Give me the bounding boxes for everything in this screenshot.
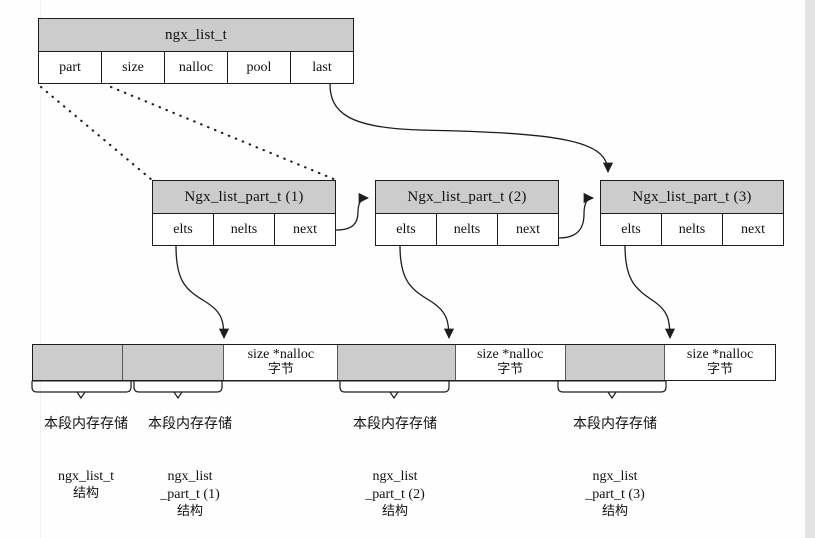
struct-label-1-line3: 结构	[176, 503, 203, 519]
part1-field-next[interactable]: next	[292, 222, 318, 237]
struct-label-1: ngx_list _part_t (1) 结构	[120, 468, 260, 520]
memory-strip: size *nalloc 字节 size *nalloc 字节 size *na…	[32, 344, 776, 381]
struct-label-3-line2: _part_t (3)	[585, 486, 645, 502]
part1-field-nelts[interactable]: nelts	[214, 214, 275, 246]
segment-bracket-tick-1	[173, 391, 183, 400]
segment-label-3: 本段内存存储	[573, 416, 657, 432]
segment-bracket-tick-0	[76, 391, 86, 400]
memory-block-2: size *nalloc 字节	[224, 345, 339, 380]
part3-field-elts[interactable]: elts	[601, 214, 662, 246]
memory-block-2-label-cn: 字节	[267, 362, 294, 378]
memory-lower-row-outline-1	[133, 381, 223, 393]
field-last[interactable]: last	[312, 60, 332, 75]
memory-block-6-label-en: size *nalloc	[686, 347, 754, 363]
part2-next-to-part3-arrow	[558, 192, 595, 239]
part3-field-next[interactable]: next	[740, 222, 766, 237]
struct-part1-title: Ngx_list_part_t (1)	[153, 181, 335, 214]
segment-bracket-tick-2	[389, 391, 399, 400]
part-to-part1-dotted-upper	[39, 85, 154, 182]
struct-label-0: ngx_list_t 结构	[16, 468, 156, 503]
memory-block-5	[565, 345, 666, 380]
memory-block-1	[122, 345, 225, 380]
struct-label-0-line1: ngx_list_t	[57, 469, 114, 484]
memory-block-6: size *nalloc 字节	[665, 345, 775, 380]
struct-part1-fields: elts nelts next	[153, 214, 335, 246]
struct-label-2: ngx_list _part_t (2) 结构	[325, 468, 465, 520]
part3-elts-to-memory-arrow	[624, 245, 676, 340]
memory-block-4: size *nalloc 字节	[455, 345, 566, 380]
last-to-part3-arrow	[329, 83, 614, 174]
struct-label-3-line3: 结构	[601, 503, 628, 519]
struct-ngx-list-part-t-1: Ngx_list_part_t (1) elts nelts next	[152, 180, 336, 246]
right-margin-strip	[805, 0, 815, 538]
struct-ngx-list-t-title: ngx_list_t	[39, 19, 353, 52]
struct-ngx-list-part-t-3: Ngx_list_part_t (3) elts nelts next	[600, 180, 784, 246]
struct-part3-fields: elts nelts next	[601, 214, 783, 246]
part2-field-nelts[interactable]: nelts	[437, 214, 498, 246]
struct-label-1-line1: ngx_list	[167, 469, 213, 484]
struct-part2-fields: elts nelts next	[376, 214, 558, 246]
struct-label-3-line1: ngx_list	[592, 469, 638, 484]
struct-part3-title: Ngx_list_part_t (3)	[601, 181, 783, 214]
struct-label-2-line1: ngx_list	[372, 469, 418, 484]
struct-part2-title: Ngx_list_part_t (2)	[376, 181, 558, 214]
memory-block-4-label-en: size *nalloc	[476, 347, 544, 363]
struct-label-2-line3: 结构	[381, 503, 408, 519]
part2-field-next[interactable]: next	[515, 222, 541, 237]
field-size[interactable]: size	[102, 52, 165, 84]
segment-label-1: 本段内存存储	[148, 416, 232, 432]
segment-label-2: 本段内存存储	[353, 416, 437, 432]
part2-elts-to-memory-arrow	[399, 245, 455, 340]
field-nalloc[interactable]: nalloc	[165, 52, 228, 84]
field-pool[interactable]: pool	[228, 52, 291, 84]
part1-next-to-part2-arrow	[335, 192, 370, 231]
memory-block-2-label-en: size *nalloc	[247, 347, 315, 363]
memory-block-3	[338, 345, 456, 380]
part1-field-elts[interactable]: elts	[153, 214, 214, 246]
memory-block-6-label-cn: 字节	[707, 362, 734, 378]
part2-field-elts[interactable]: elts	[376, 214, 437, 246]
struct-label-2-line2: _part_t (2)	[365, 486, 425, 502]
memory-lower-row-outline	[31, 381, 132, 393]
memory-lower-row-outline-3	[557, 381, 667, 393]
struct-label-0-line2: 结构	[72, 485, 99, 501]
part1-elts-to-memory-arrow	[175, 245, 230, 340]
struct-ngx-list-part-t-2: Ngx_list_part_t (2) elts nelts next	[375, 180, 559, 246]
field-part[interactable]: part	[39, 52, 102, 84]
memory-block-0	[33, 345, 123, 380]
memory-block-4-label-cn: 字节	[497, 362, 524, 378]
struct-ngx-list-t: ngx_list_t part size nalloc pool last	[38, 18, 354, 84]
left-margin-rule	[40, 0, 41, 538]
segment-bracket-tick-3	[607, 391, 617, 400]
memory-lower-row-outline-2	[339, 381, 450, 393]
struct-ngx-list-t-fields: part size nalloc pool last	[39, 52, 353, 84]
part3-field-nelts[interactable]: nelts	[662, 214, 723, 246]
struct-label-3: ngx_list _part_t (3) 结构	[545, 468, 685, 520]
part-to-part1-dotted-lower	[109, 85, 338, 182]
struct-label-1-line2: _part_t (1)	[160, 486, 220, 502]
segment-label-0: 本段内存存储	[44, 416, 128, 432]
